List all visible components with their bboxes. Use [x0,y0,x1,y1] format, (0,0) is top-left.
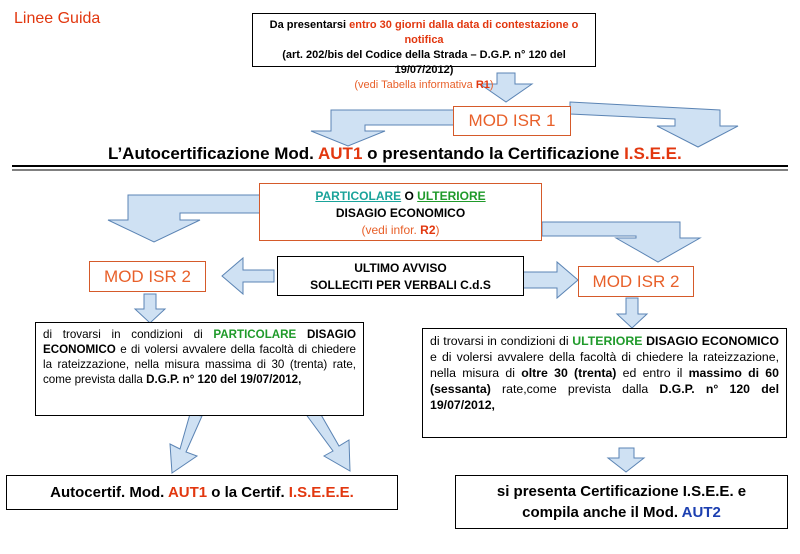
arrow-right-to-mod-isr2 [522,260,579,300]
mod-isr2-right-box: MOD ISR 2 [578,266,694,297]
arrow-down-left-text [133,293,167,324]
headline: L’Autocertificazione Mod. AUT1 o present… [108,144,682,163]
arrow-bent-left-mid [107,194,261,243]
arrow-bent-left-top [310,109,455,147]
arrow-down-to-mod-isr1 [478,72,534,103]
deadline-box: Da presentarsi entro 30 giorni dalla dat… [252,13,596,91]
arrow-down-bottom-right [606,447,646,473]
page-title: Linee Guida [14,10,101,27]
arrow-bent-right-top [569,101,739,148]
avviso-box: ULTIMO AVVISO SOLLECITI PER VERBALI C.d.… [277,256,524,296]
arrow-bent-right-mid [541,221,702,263]
mod-isr2-left-box: MOD ISR 2 [89,261,206,292]
arrow-down-right-text [615,297,649,329]
arrow-left-to-mod-isr2 [221,256,275,296]
disagio-box: PARTICOLARE O ULTERIORE DISAGIO ECONOMIC… [259,183,542,241]
aut1-result-box: Autocertif. Mod. AUT1 o la Certif. I.S.E… [6,475,398,510]
ulteriore-text-box: di trovarsi in condizioni di ULTERIORE D… [422,328,787,438]
arrow-diagonal-left [169,413,203,474]
mod-isr1-box: MOD ISR 1 [453,106,571,136]
particolare-text-box: di trovarsi in condizioni di PARTICOLARE… [35,322,364,416]
aut2-result-box: si presenta Certificazione I.S.E.E. e co… [455,475,788,529]
